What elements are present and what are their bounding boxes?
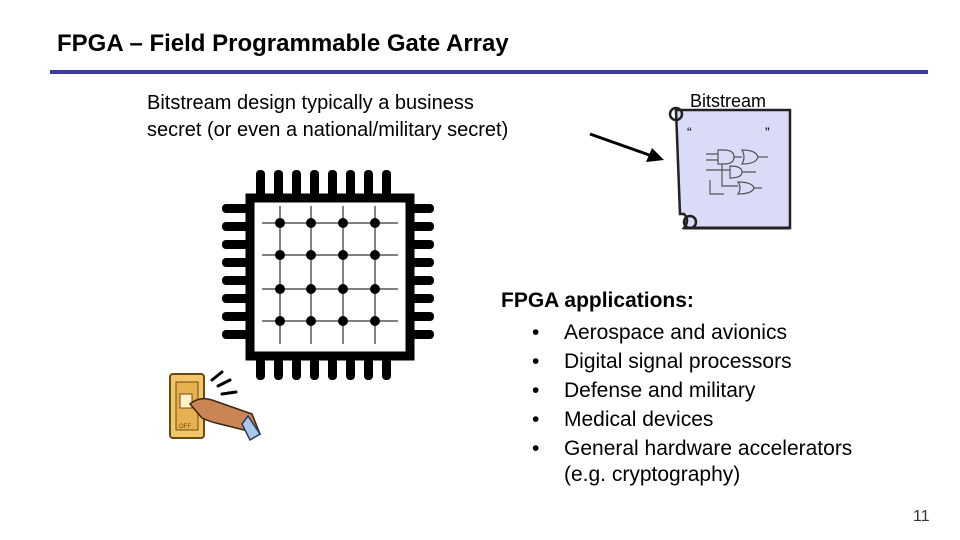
bullet: • <box>532 408 540 431</box>
bullet: • <box>532 350 540 373</box>
application-item: Medical devices <box>564 408 714 431</box>
application-item: Digital signal processors <box>564 350 792 373</box>
application-item: General hardware accelerators <box>564 437 853 460</box>
quote-close: ” <box>765 124 770 140</box>
fpga-chip-icon <box>222 170 434 380</box>
page-number: 11 <box>913 508 930 525</box>
applications-heading: FPGA applications: <box>501 289 694 312</box>
applications-list: • Aerospace and avionics • Digital signal … <box>530 318 852 463</box>
list-item: • Digital signal processors <box>530 347 852 376</box>
application-item: Aerospace and avionics <box>564 321 787 344</box>
application-item: Defense and military <box>564 379 756 402</box>
arrow-icon <box>589 132 664 162</box>
bitstream-secret-note: Bitstream design typically a business se… <box>147 90 607 144</box>
bullet: • <box>532 379 540 402</box>
quote-open: “ <box>687 124 692 140</box>
bullet: • <box>532 321 540 344</box>
bitstream-label: Bitstream <box>690 91 767 111</box>
list-item: • Aerospace and avionics <box>530 318 852 347</box>
list-item: • Medical devices <box>530 405 852 434</box>
slide-title: FPGA – Field Programmable Gate Array <box>57 30 509 57</box>
list-item: • General hardware accelerators <box>530 434 852 463</box>
application-item-continuation: (e.g. cryptography) <box>564 463 741 486</box>
power-switch-icon: OFF <box>169 370 262 442</box>
list-item: • Defense and military <box>530 376 852 405</box>
bullet: • <box>532 437 540 460</box>
bitstream-scroll-icon <box>668 106 792 230</box>
switch-off-label: OFF <box>179 424 191 430</box>
title-divider <box>50 70 928 74</box>
secret-line-2: secret (or even a national/military secr… <box>147 119 509 141</box>
secret-line-1: Bitstream design typically a business <box>147 92 474 114</box>
